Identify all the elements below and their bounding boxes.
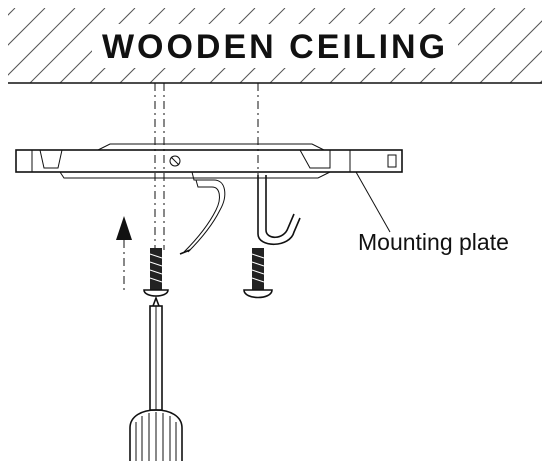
plate-screw-slot bbox=[170, 156, 180, 166]
screwdriver-tip bbox=[152, 295, 160, 307]
plate-bracket-top bbox=[97, 143, 325, 151]
screw-right bbox=[243, 248, 273, 299]
plate-screw-icon bbox=[169, 155, 181, 167]
hook-inner bbox=[265, 175, 295, 239]
plate-bracket-bottom bbox=[59, 171, 331, 179]
hook-icon bbox=[257, 175, 301, 246]
plate-left-flange bbox=[31, 149, 63, 172]
screw-left-head bbox=[143, 289, 169, 297]
ground-wire bbox=[187, 171, 226, 253]
plate-body bbox=[15, 149, 403, 173]
callout-leader bbox=[355, 171, 391, 233]
wooden-ceiling: WOODEN CEILING bbox=[8, 8, 542, 84]
plate-end-slot bbox=[387, 154, 397, 168]
ceiling-title: WOODEN CEILING bbox=[102, 28, 448, 66]
ground-wire-tip bbox=[179, 249, 191, 255]
screwdriver-icon bbox=[129, 295, 183, 461]
mounting-plate-label: Mounting plate bbox=[358, 229, 509, 255]
mounting-plate bbox=[15, 143, 403, 179]
screw-left bbox=[143, 248, 169, 297]
screwdriver-handle bbox=[129, 409, 183, 461]
arrow-up-icon bbox=[116, 216, 132, 290]
ground-wire-outer bbox=[183, 179, 220, 253]
title-backdrop bbox=[92, 24, 458, 68]
screw-right-head bbox=[243, 289, 273, 299]
plate-right-flange bbox=[299, 149, 331, 169]
